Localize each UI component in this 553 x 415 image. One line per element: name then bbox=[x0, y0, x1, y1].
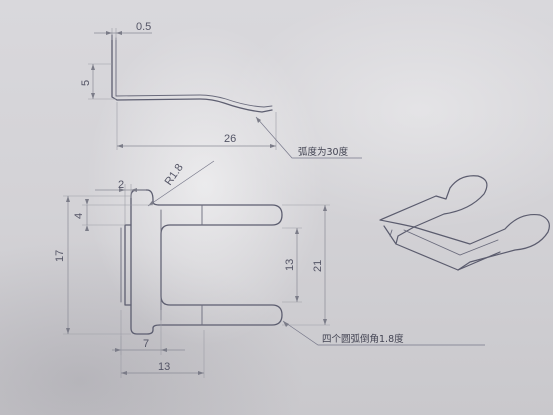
dim-slot-height-label: 13 bbox=[284, 259, 296, 271]
dim-length-label: 26 bbox=[224, 133, 236, 145]
dim-height-label: 5 bbox=[80, 80, 92, 86]
iso-view bbox=[379, 175, 550, 271]
dim-tab-width: 2 bbox=[95, 179, 146, 225]
iso-inner-edge bbox=[389, 229, 499, 256]
dim-outer-height: 21 bbox=[282, 204, 330, 326]
arc-note-text: 弧度为30度 bbox=[298, 146, 349, 158]
dim-slot-offset: 7 bbox=[112, 310, 185, 355]
side-profile-inner bbox=[115, 37, 273, 108]
dim-radius: R1.8 bbox=[147, 160, 215, 207]
dim-total-width: 13 bbox=[120, 330, 205, 378]
dim-height: 5 bbox=[80, 63, 116, 100]
dim-thickness: 0.5 bbox=[94, 21, 152, 40]
dim-total-height: 17 bbox=[54, 195, 131, 335]
dim-total-height-label: 17 bbox=[54, 250, 66, 262]
side-view: 0.5 5 26 弧度为30度 bbox=[80, 21, 362, 159]
iso-base bbox=[383, 225, 501, 271]
dim-outer-height-label: 21 bbox=[312, 260, 324, 272]
dim-tab-height: 4 bbox=[73, 199, 153, 231]
dim-tab-width-label: 2 bbox=[118, 179, 124, 191]
top-outline bbox=[130, 189, 283, 335]
side-profile bbox=[111, 34, 273, 113]
fillet-note: 四个圆弧倒角1.8度 bbox=[282, 320, 485, 346]
iso-top-arm bbox=[379, 175, 488, 228]
dim-slot-height: 13 bbox=[282, 227, 302, 303]
iso-bottom-arm bbox=[413, 213, 550, 271]
top-left-strip bbox=[124, 224, 132, 306]
top-view: R1.8 2 4 17 bbox=[54, 160, 485, 378]
dim-tab-height-label: 4 bbox=[73, 213, 85, 219]
arc-note: 弧度为30度 bbox=[255, 116, 362, 159]
dim-thickness-label: 0.5 bbox=[136, 21, 151, 33]
fillet-note-text: 四个圆弧倒角1.8度 bbox=[322, 333, 404, 345]
dim-length: 26 bbox=[116, 102, 277, 150]
dim-slot-offset-label: 7 bbox=[143, 338, 149, 350]
dim-radius-label: R1.8 bbox=[163, 162, 186, 188]
dim-total-width-label: 13 bbox=[158, 361, 170, 373]
